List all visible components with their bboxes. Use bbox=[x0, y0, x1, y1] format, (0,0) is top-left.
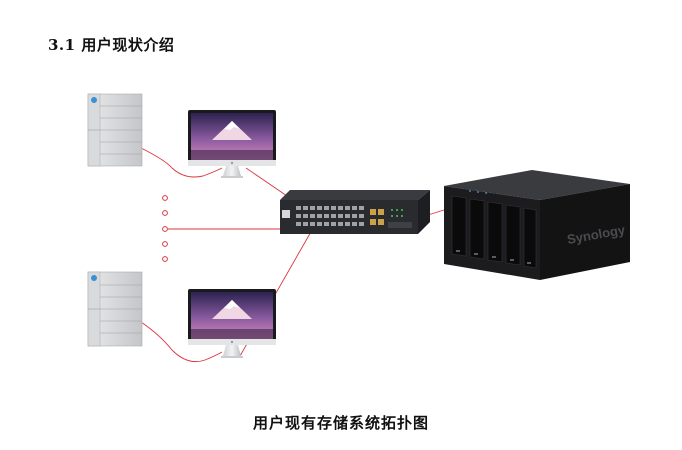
storage-server-2 bbox=[87, 271, 143, 347]
tower-server-icon bbox=[87, 93, 143, 167]
workstation-1 bbox=[188, 110, 276, 178]
ethernet-switch-icon bbox=[280, 190, 430, 234]
link-server1-monitor1 bbox=[140, 147, 223, 178]
dot bbox=[162, 241, 168, 247]
dot bbox=[162, 226, 168, 232]
link-server2-monitor2 bbox=[140, 321, 223, 363]
link-lines bbox=[140, 147, 445, 363]
ellipsis-dots bbox=[162, 195, 168, 262]
network-switch bbox=[280, 190, 430, 234]
dot bbox=[162, 210, 168, 216]
section-heading: 3.1 用户现状介绍 bbox=[48, 36, 175, 54]
nas-device: Synology bbox=[444, 170, 630, 280]
dot bbox=[162, 256, 168, 262]
tower-server-icon bbox=[87, 271, 143, 347]
dot bbox=[162, 195, 168, 201]
link-monitor1-switch bbox=[245, 167, 291, 199]
imac-monitor-icon bbox=[188, 289, 276, 358]
storage-server-1 bbox=[87, 93, 143, 167]
imac-monitor-icon bbox=[188, 110, 276, 178]
workstation-2 bbox=[188, 289, 276, 358]
diagram-caption: 用户现有存储系统拓扑图 bbox=[252, 414, 429, 432]
nas-enclosure-icon bbox=[444, 170, 630, 280]
